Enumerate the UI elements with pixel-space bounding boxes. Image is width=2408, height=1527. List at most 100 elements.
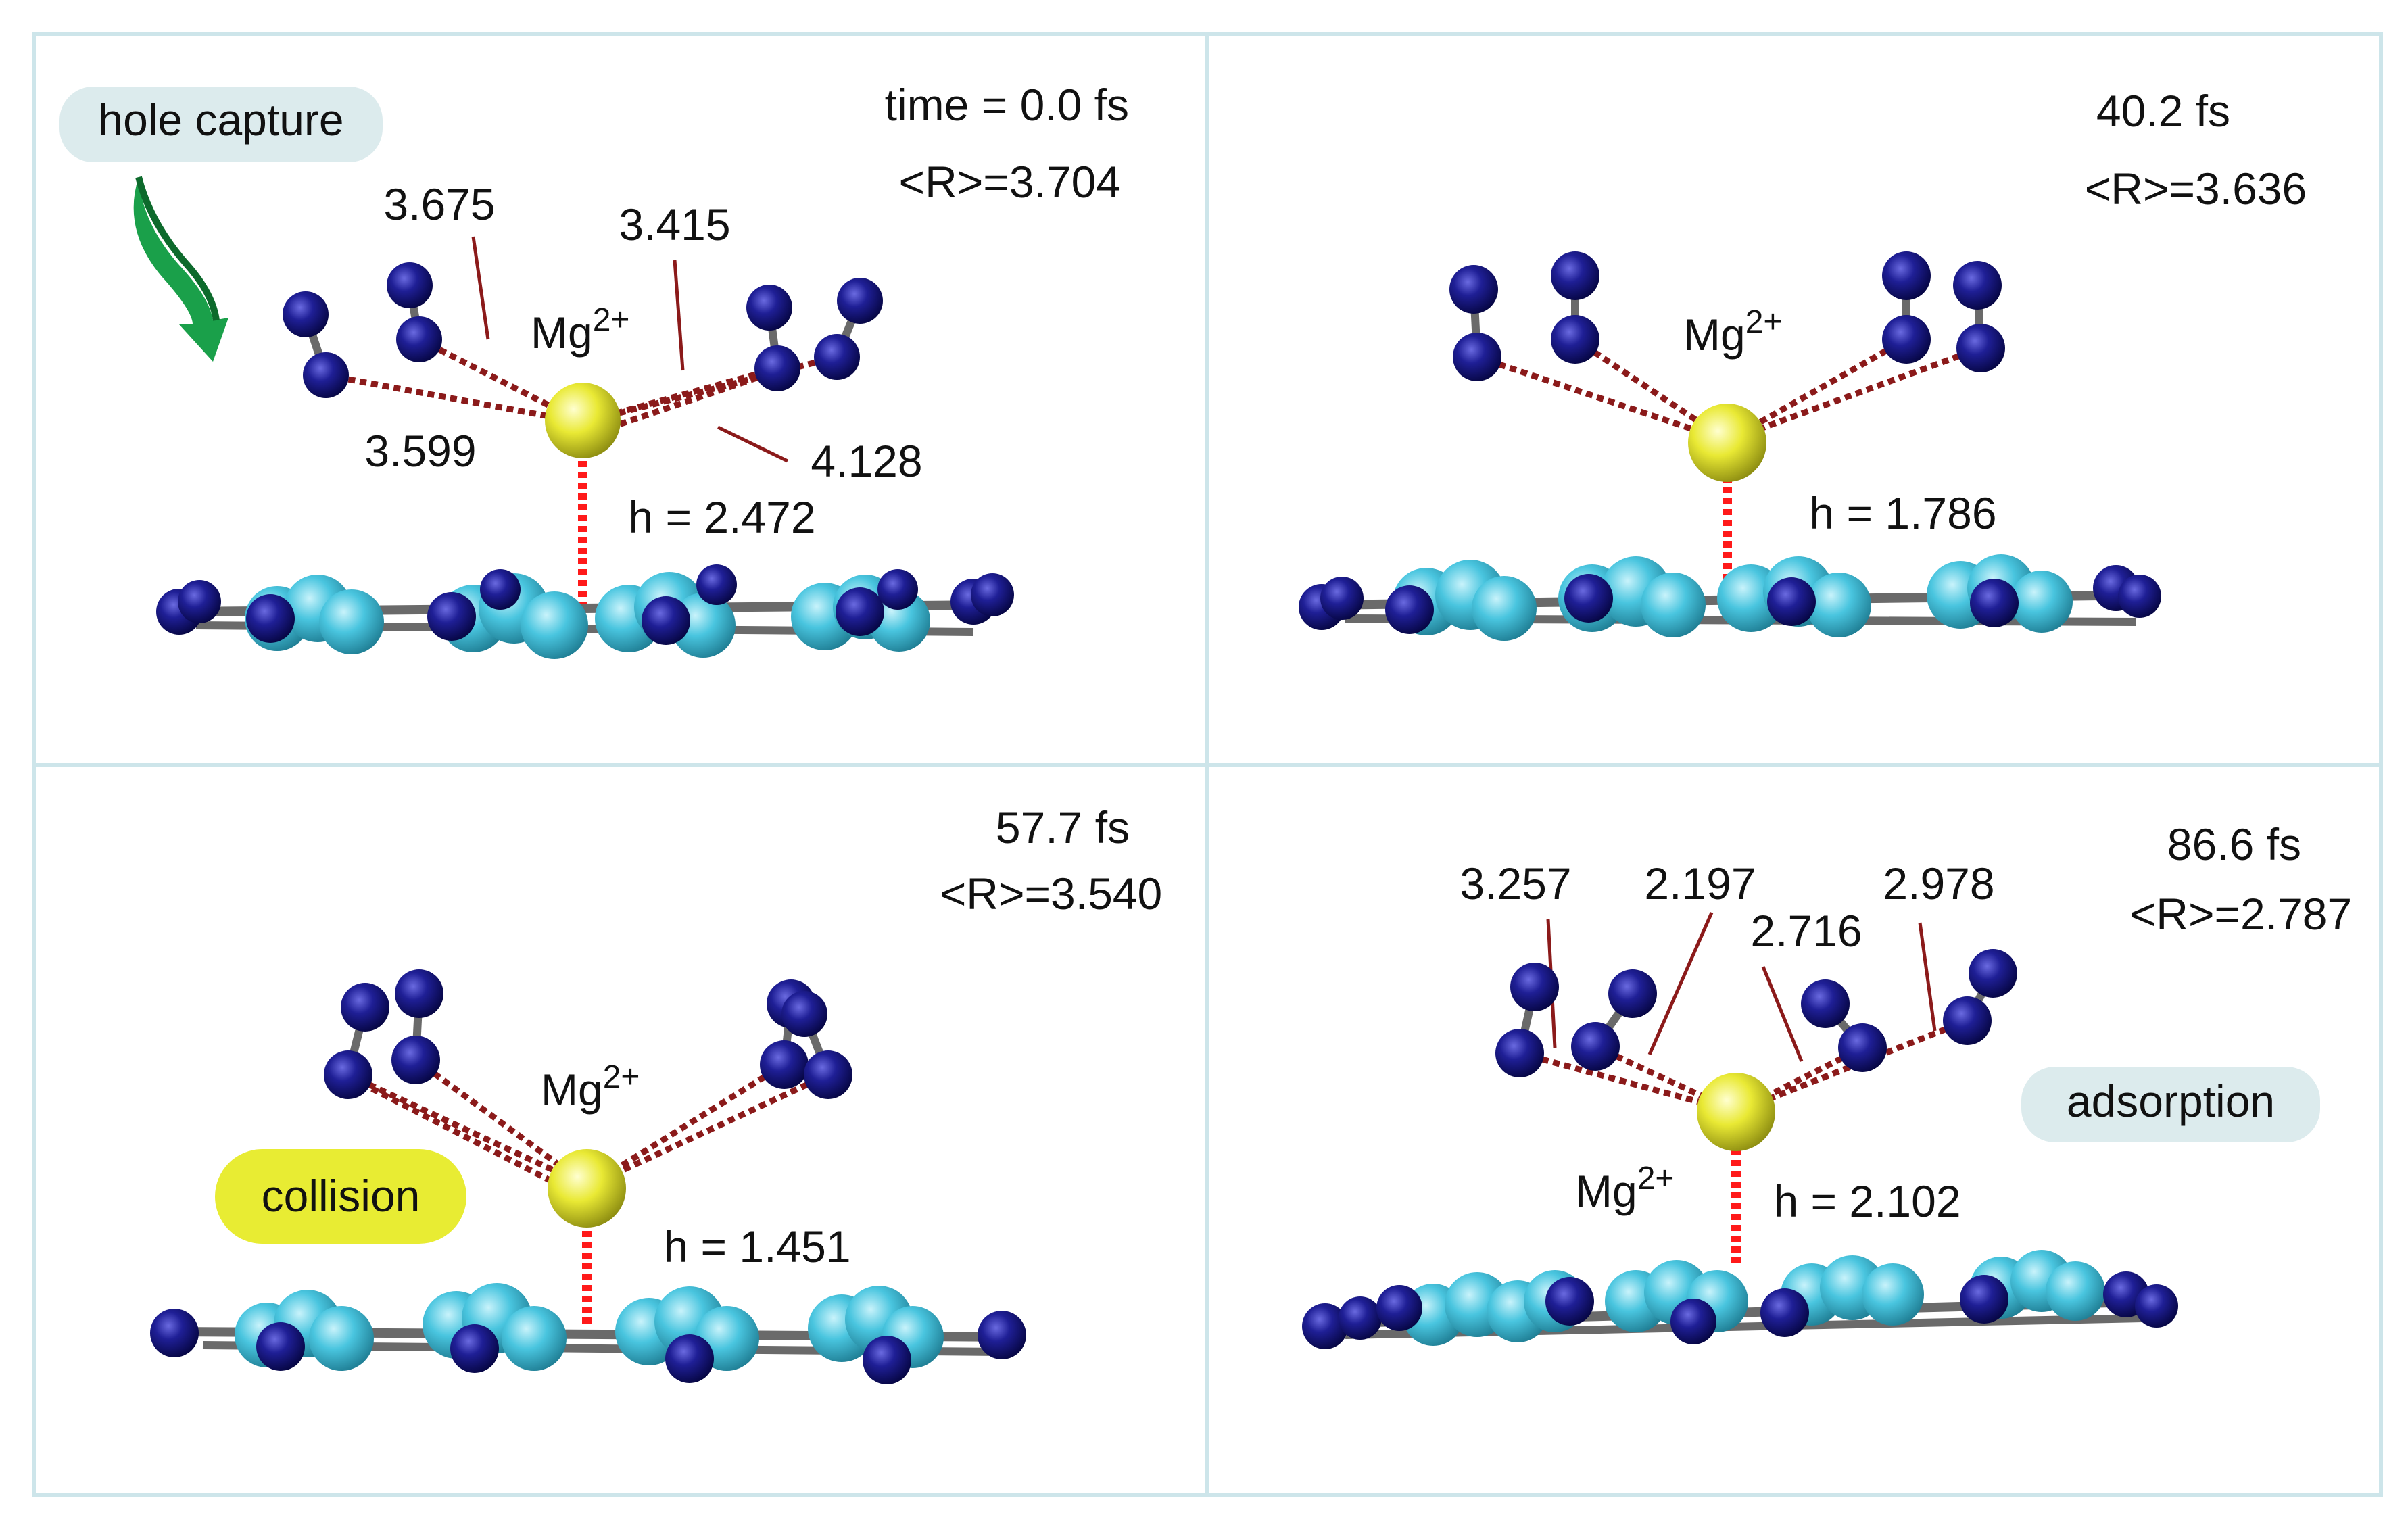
n2-molecule <box>1495 963 1559 1077</box>
coordination-line <box>594 367 780 436</box>
leader-line <box>1761 966 1804 1062</box>
nitrogen-atom <box>2118 575 2161 618</box>
nitrogen-atom <box>1608 969 1657 1018</box>
carbon-atom <box>2010 571 2073 633</box>
nitrogen-atom <box>1551 251 1599 300</box>
distance-label: 3.675 <box>383 179 495 229</box>
panel-2: 40.2 fs <R>=3.636 Mg2+ h = 1.786 <box>1299 86 2307 641</box>
coordination-line <box>1726 345 1982 444</box>
distance-leaders <box>471 236 789 463</box>
carbon-atom <box>1641 573 1706 637</box>
substrate-layer <box>150 1283 1026 1384</box>
ion-label-charge: 2+ <box>1637 1161 1675 1196</box>
leader-line <box>673 260 685 371</box>
mg-ion <box>1688 404 1766 482</box>
panel-1: hole capture time = 0.0 fs <R>=3.704 Mg2… <box>59 80 1129 659</box>
nitrogen-atom <box>1801 979 1850 1028</box>
badge-hole-capture: hole capture <box>59 87 383 162</box>
nitrogen-atom <box>642 596 690 645</box>
leader-line <box>471 236 490 340</box>
ion-label-base: Mg <box>1683 310 1745 360</box>
ion-label-base: Mg <box>1575 1166 1637 1216</box>
nitrogen-atom <box>781 991 827 1037</box>
height-label: h = 1.786 <box>1809 488 1996 538</box>
ion-label-base: Mg <box>531 308 593 358</box>
n2-molecule <box>814 278 883 380</box>
carbon-atom <box>868 589 930 652</box>
ion-label-charge: 2+ <box>603 1059 640 1095</box>
panel-frame <box>32 32 2383 1497</box>
nitrogen-atom <box>1670 1299 1716 1344</box>
carbon-cluster <box>235 1290 374 1371</box>
coordination-line <box>587 1071 829 1190</box>
n2-molecule <box>1882 251 1931 364</box>
badge-collision-label: collision <box>262 1171 420 1221</box>
badge-collision: collision <box>215 1149 466 1244</box>
distance-label: 2.197 <box>1644 858 1756 908</box>
mg-ion <box>1697 1073 1775 1151</box>
coordination-line <box>347 1071 589 1190</box>
ion-label: Mg2+ <box>541 1059 640 1115</box>
nitrogen-atom <box>836 587 884 636</box>
leader-line <box>1647 911 1714 1056</box>
carbon-atom <box>319 589 384 654</box>
nitrogen-atom <box>1551 315 1599 364</box>
ion-label-charge: 2+ <box>1745 304 1783 340</box>
nitrogen-atom <box>396 316 442 362</box>
substrate-layer <box>156 564 1014 659</box>
ion-label-base: Mg <box>541 1065 603 1115</box>
mean-r-label: <R>=3.540 <box>940 869 1162 919</box>
nitrogen-atom <box>450 1324 499 1373</box>
nitrogen-atom <box>150 1309 199 1357</box>
nitrogen-atom <box>754 345 800 391</box>
nitrogen-atom <box>1953 261 2002 310</box>
coordination-line <box>325 372 583 426</box>
substrate-layer <box>1299 554 2161 641</box>
distance-label: 3.599 <box>364 426 476 476</box>
panel-4: 86.6 fs <R>=2.787 adsorption 3.257 2.197… <box>1302 819 2352 1349</box>
nitrogen-atom <box>1302 1303 1348 1349</box>
nitrogen-atom <box>837 278 883 324</box>
n2-molecule <box>746 285 800 391</box>
n2-molecule <box>1551 251 1599 364</box>
height-label: h = 2.472 <box>628 492 815 542</box>
nitrogen-atom <box>1320 577 1364 620</box>
nitrogen-atom <box>971 573 1014 616</box>
carbon-atom <box>2046 1261 2105 1321</box>
coordination-line <box>586 1062 786 1189</box>
nitrogen-atom <box>1545 1277 1594 1326</box>
mean-r-label: <R>=3.636 <box>2085 164 2307 214</box>
carbon-cluster <box>1781 1255 1924 1326</box>
panel-3: 57.7 fs <R>=3.540 collision Mg2+ h = 1.4… <box>150 802 1162 1384</box>
coordination-line <box>581 354 838 426</box>
nitrogen-atom <box>1943 996 1992 1045</box>
nitrogen-atom <box>760 1040 809 1089</box>
nitrogen-atom <box>1838 1023 1887 1072</box>
nitrogen-atom <box>1969 949 2017 998</box>
ion-label: Mg2+ <box>531 302 629 358</box>
nitrogen-atom <box>863 1336 911 1384</box>
nitrogen-atom <box>1385 585 1434 634</box>
ion-label: Mg2+ <box>1575 1161 1674 1216</box>
time-label: 40.2 fs <box>2096 86 2230 136</box>
nitrogen-atom <box>1956 324 2005 372</box>
distance-label: 4.128 <box>811 436 922 486</box>
nitrogen-atom <box>1882 315 1931 364</box>
nitrogen-atom <box>746 285 792 331</box>
nitrogen-atom <box>395 969 443 1018</box>
carbon-atom <box>1472 576 1537 641</box>
ion-label: Mg2+ <box>1683 304 1782 360</box>
nitrogen-atom <box>1767 577 1816 626</box>
n2-molecule <box>781 991 852 1099</box>
distance-label: 2.978 <box>1883 858 1994 908</box>
nitrogen-atom <box>1970 579 2019 627</box>
nitrogen-atom <box>1376 1285 1422 1331</box>
mg-ion <box>545 383 621 458</box>
n2-molecule <box>387 262 442 362</box>
nitrogen-atom <box>341 983 389 1032</box>
n2-molecule <box>1571 969 1657 1071</box>
nitrogen-atom <box>178 580 221 623</box>
leader-line <box>1918 922 1937 1032</box>
n2-molecule <box>1943 949 2017 1045</box>
